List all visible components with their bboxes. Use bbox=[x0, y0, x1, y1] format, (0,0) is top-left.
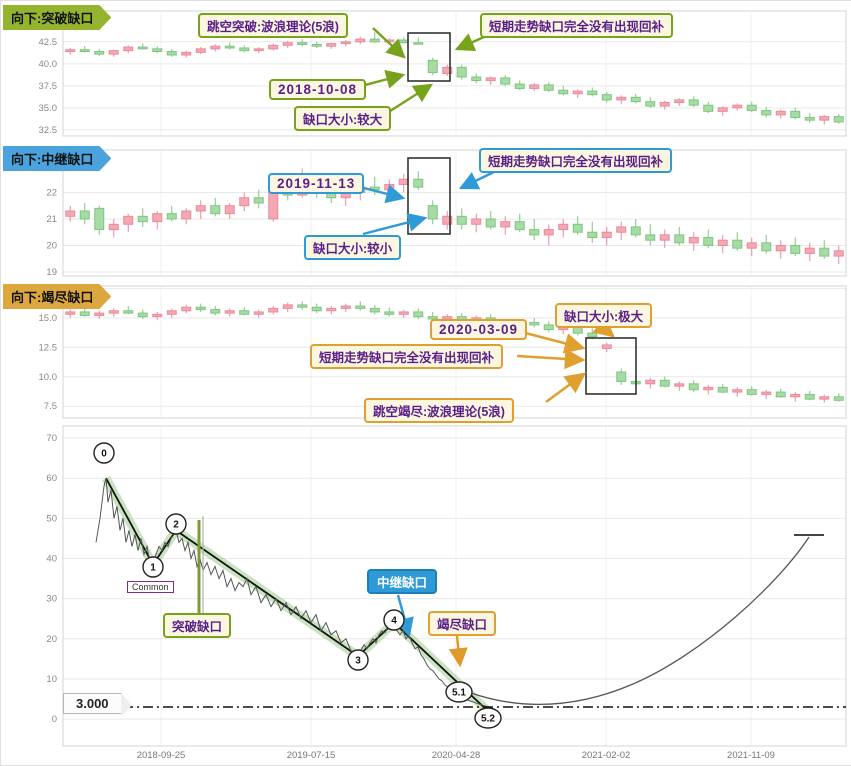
gap-type-banner: 向下:突破缺口 bbox=[3, 5, 111, 30]
common-wave-tag: Common bbox=[127, 581, 174, 593]
svg-text:19: 19 bbox=[46, 267, 57, 278]
svg-text:5.1: 5.1 bbox=[452, 688, 466, 699]
svg-text:12.5: 12.5 bbox=[39, 342, 58, 353]
svg-text:10: 10 bbox=[46, 674, 57, 685]
gap-type-banner: 向下:竭尽缺口 bbox=[3, 284, 111, 309]
gap-no-refill-label: 短期走势缺口完全没有出现回补 bbox=[479, 148, 673, 173]
wave-label-layer: 0 1 2 3 4 5.1 5.2 bbox=[93, 442, 502, 729]
gap-highlight-box bbox=[585, 337, 637, 395]
svg-text:21: 21 bbox=[46, 214, 57, 225]
svg-text:2021-02-02: 2021-02-02 bbox=[582, 750, 631, 761]
gap-date-label: 2018-10-08 bbox=[269, 79, 367, 100]
gap-size-label: 缺口大小:极大 bbox=[555, 303, 653, 328]
continuation-gap-tag: 中继缺口 bbox=[367, 569, 438, 594]
gap-theory-label: 跳空竭尽:波浪理论(5浪) bbox=[364, 398, 514, 423]
svg-text:70: 70 bbox=[46, 433, 57, 444]
svg-text:2: 2 bbox=[173, 520, 179, 531]
svg-text:7.5: 7.5 bbox=[44, 401, 57, 412]
gap-highlight-box bbox=[407, 157, 451, 235]
exhaustion-gap-tag: 竭尽缺口 bbox=[428, 611, 497, 636]
svg-text:1: 1 bbox=[150, 563, 156, 574]
svg-text:32.5: 32.5 bbox=[39, 125, 58, 136]
panel-exhaustion-gap: 17.515.012.510.07.5 向下:竭尽缺口 缺口大小:极大 2020… bbox=[1, 282, 851, 423]
svg-text:42.5: 42.5 bbox=[39, 37, 58, 48]
svg-text:37.5: 37.5 bbox=[39, 81, 58, 92]
svg-text:15.0: 15.0 bbox=[39, 313, 58, 324]
svg-text:40: 40 bbox=[46, 553, 57, 564]
projection-curve bbox=[450, 536, 810, 706]
price-level-label: 3.000 bbox=[63, 693, 132, 717]
plot-layer: 17.515.012.510.07.5 bbox=[39, 283, 847, 419]
candlestick-chart-breakaway: 42.5 40.0 37.5 35.0 32.5 bbox=[39, 10, 847, 137]
svg-text:35.0: 35.0 bbox=[39, 103, 58, 114]
exhaustion-gap-arrow bbox=[448, 635, 468, 668]
annotation-arrow bbox=[458, 168, 499, 190]
gap-size-label: 缺口大小:较大 bbox=[294, 106, 392, 131]
plot-layer: 22 21 20 19 bbox=[46, 149, 847, 278]
panel-continuation-gap: 22 21 20 19 向下:中继缺口 2019-11-13 短期走势缺口完全没有出现… bbox=[1, 142, 851, 282]
svg-text:10.0: 10.0 bbox=[39, 372, 58, 383]
gap-highlight-box bbox=[407, 32, 451, 82]
svg-text:30: 30 bbox=[46, 594, 57, 605]
annotation-arrow bbox=[545, 372, 587, 404]
svg-text:2018-09-25: 2018-09-25 bbox=[137, 750, 186, 761]
svg-text:20: 20 bbox=[46, 240, 57, 251]
breakaway-gap-tag: 突破缺口 bbox=[163, 613, 232, 638]
annotation-arrow bbox=[386, 83, 434, 115]
gap-no-refill-label: 短期走势缺口完全没有出现回补 bbox=[310, 344, 504, 369]
svg-text:3: 3 bbox=[355, 656, 361, 667]
svg-text:20: 20 bbox=[46, 634, 57, 645]
svg-text:4: 4 bbox=[391, 616, 397, 627]
svg-text:40.0: 40.0 bbox=[39, 59, 58, 70]
svg-text:2019-07-15: 2019-07-15 bbox=[287, 750, 336, 761]
annotation-arrow bbox=[516, 348, 586, 370]
gap-size-label: 缺口大小:较小 bbox=[304, 235, 402, 260]
svg-text:60: 60 bbox=[46, 473, 57, 484]
plot-layer: 42.5 40.0 37.5 35.0 32.5 bbox=[39, 10, 847, 137]
gap-theory-label: 跳空突破:波浪理论(5浪) bbox=[198, 13, 348, 38]
svg-text:50: 50 bbox=[46, 513, 57, 524]
gap-date-label: 2020-03-09 bbox=[430, 319, 528, 340]
continuation-gap-arrow bbox=[395, 594, 414, 638]
svg-text:5.2: 5.2 bbox=[481, 714, 495, 725]
gap-no-refill-label: 短期走势缺口完全没有出现回补 bbox=[480, 13, 674, 38]
candlestick-chart-continuation: 22 21 20 19 bbox=[46, 149, 847, 278]
svg-text:0: 0 bbox=[101, 449, 107, 460]
candlestick-chart-exhaustion: 17.515.012.510.07.5 bbox=[39, 283, 847, 419]
svg-text:2020-04-28: 2020-04-28 bbox=[432, 750, 481, 761]
gap-type-banner: 向下:中继缺口 bbox=[3, 146, 111, 171]
svg-text:2021-11-09: 2021-11-09 bbox=[727, 750, 775, 761]
panel-breakaway-gap: 42.5 40.0 37.5 35.0 32.5 向下:突破缺口 跳空突破:波浪理论(5… bbox=[1, 1, 851, 142]
gap-date-label: 2019-11-13 bbox=[268, 173, 365, 194]
svg-text:22: 22 bbox=[46, 187, 57, 198]
svg-text:0: 0 bbox=[52, 714, 57, 725]
annotation-arrow bbox=[362, 212, 428, 236]
annotation-arrow bbox=[372, 27, 406, 59]
